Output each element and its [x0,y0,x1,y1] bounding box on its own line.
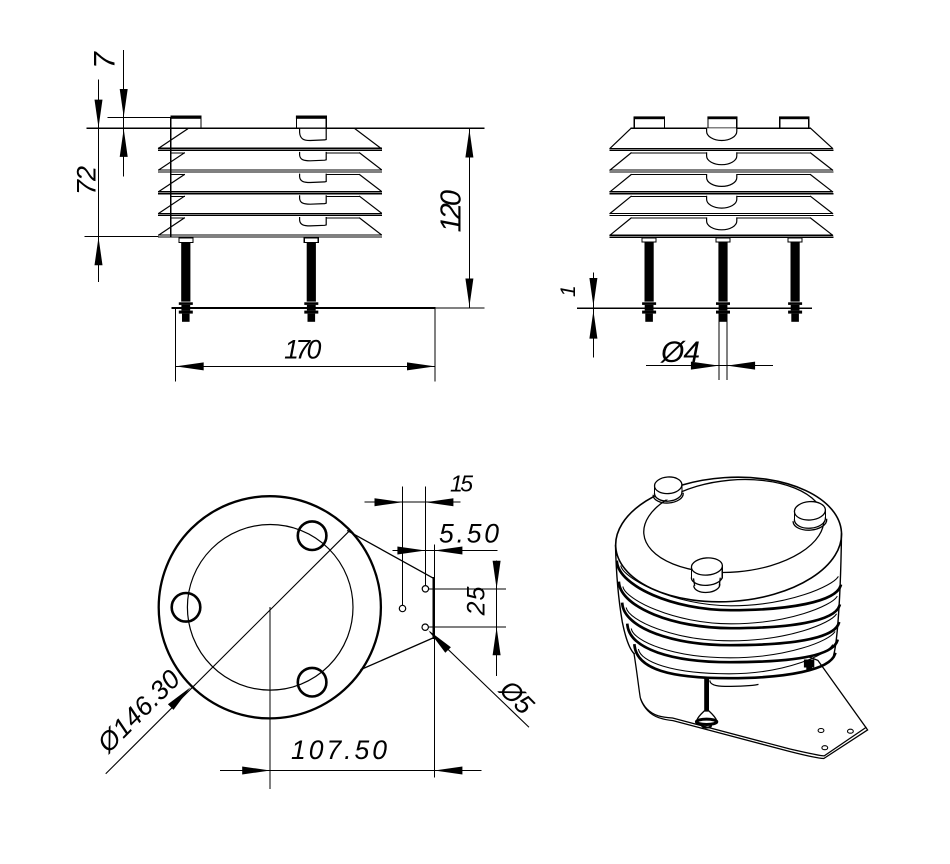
svg-text:5.50: 5.50 [439,519,502,549]
svg-text:15: 15 [450,471,473,497]
svg-text:107.50: 107.50 [291,735,390,765]
svg-text:1: 1 [557,286,580,297]
svg-text:Ø4: Ø4 [660,336,699,369]
svg-text:Ø146.30: Ø146.30 [91,664,186,759]
svg-text:170: 170 [284,335,321,365]
svg-text:120: 120 [436,190,468,232]
svg-text:72: 72 [72,166,102,195]
svg-text:25: 25 [463,586,491,617]
svg-text:Ø5: Ø5 [493,674,540,721]
svg-text:7: 7 [89,51,122,69]
